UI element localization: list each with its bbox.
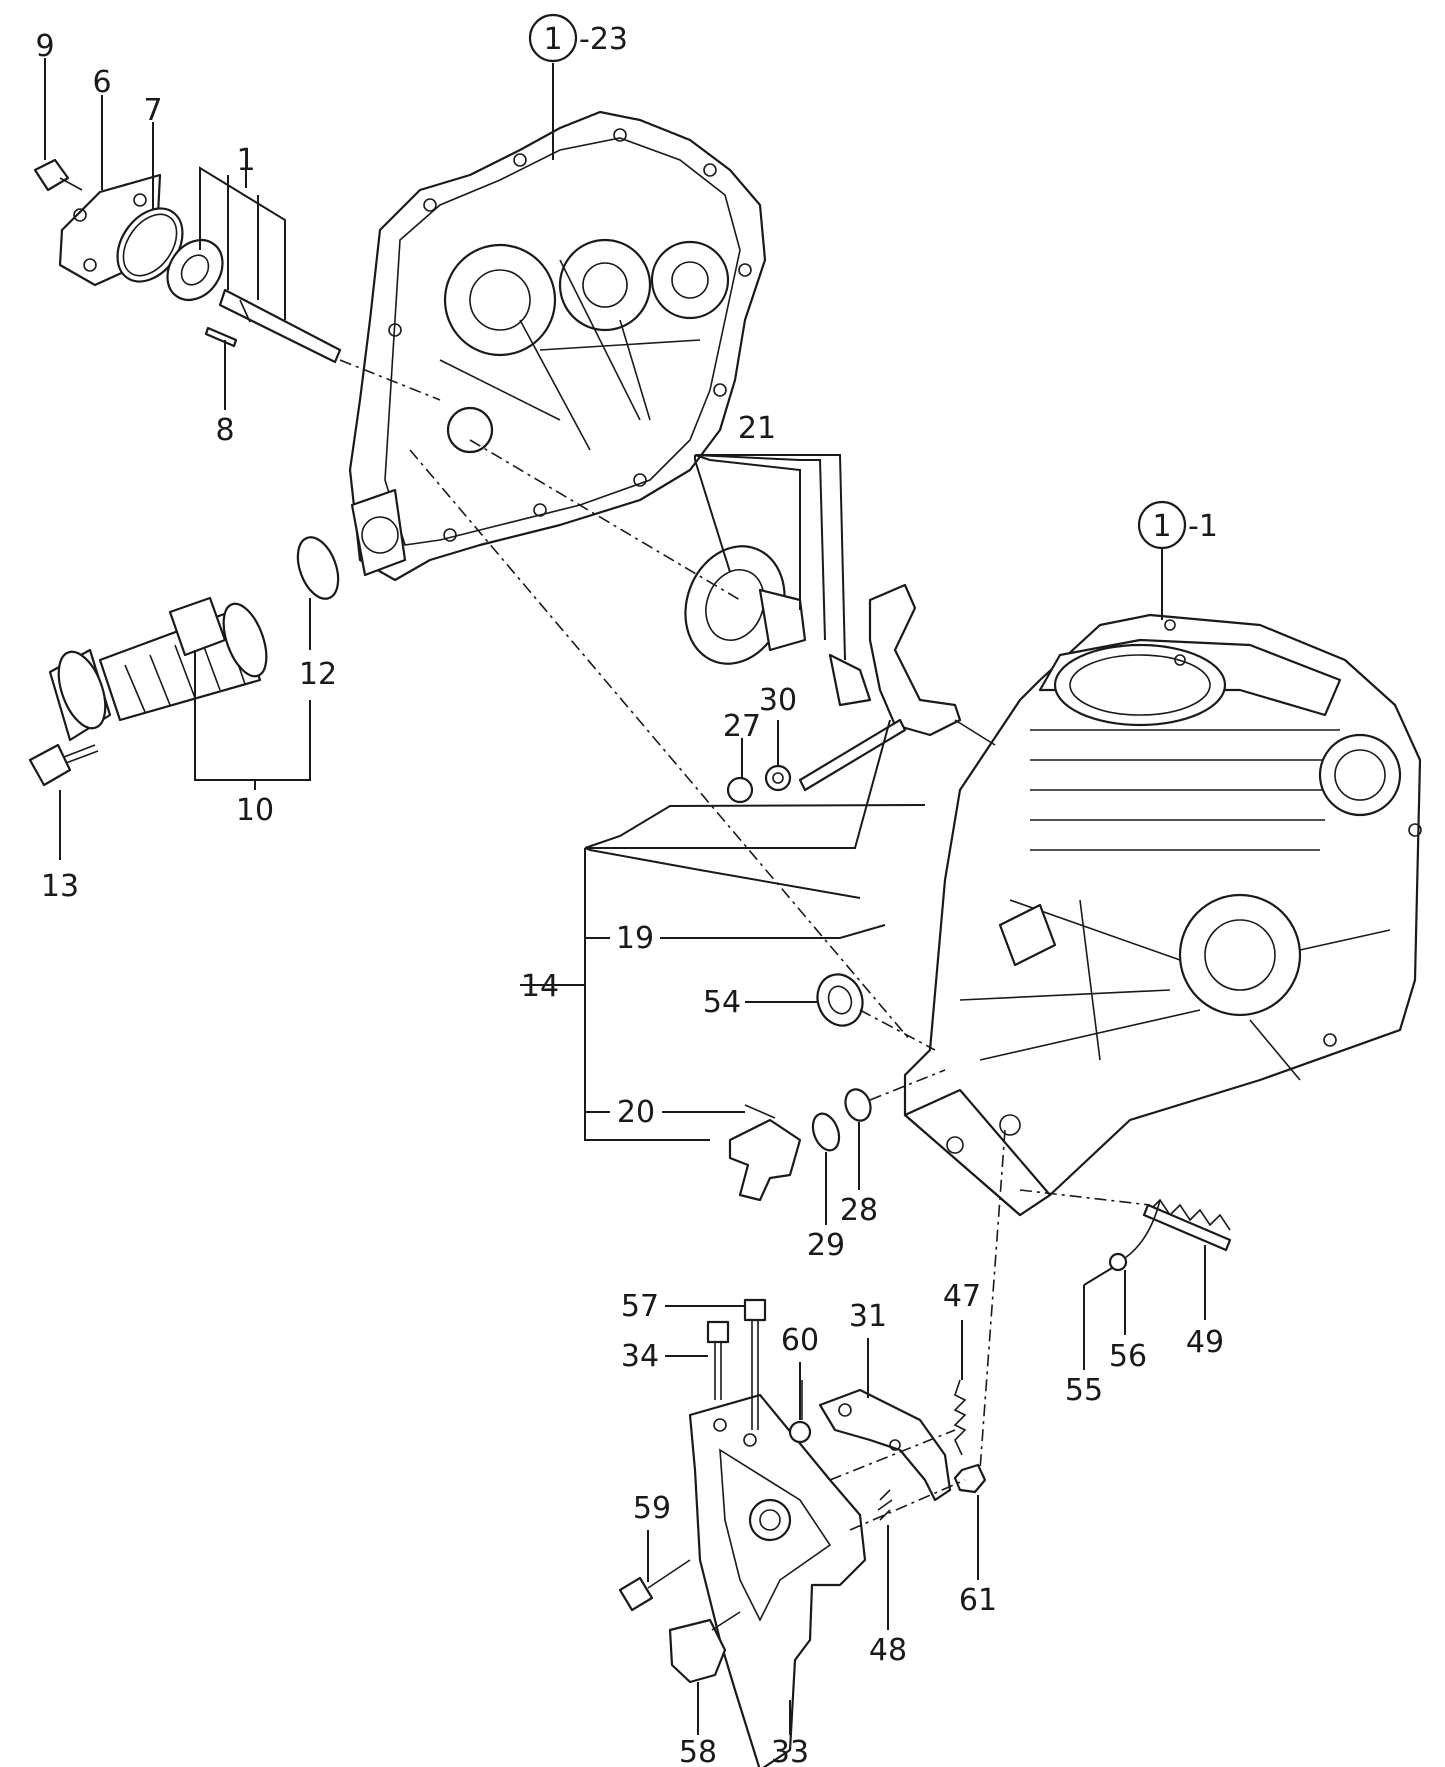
o-ring-12 [296, 536, 340, 600]
gear-case-cover [348, 110, 767, 582]
label-13: 13 [41, 869, 79, 904]
label-54: 54 [703, 985, 741, 1020]
label-49: 49 [1186, 1325, 1224, 1360]
bolt-9 [33, 158, 83, 192]
label-47: 47 [943, 1279, 981, 1314]
spring-49 [1142, 1198, 1232, 1252]
bolt-13 [28, 743, 99, 787]
label-31: 31 [849, 1299, 887, 1334]
clip-55 [1108, 1252, 1128, 1272]
label-59: 59 [633, 1491, 671, 1526]
label-ref-suffix-23: -23 [579, 22, 628, 57]
callout-circle-23 [528, 13, 578, 63]
label-30: 30 [759, 683, 797, 718]
control-bracket-33 [688, 1393, 867, 1767]
governor-lever [726, 583, 996, 804]
assembly-lines [339, 359, 1151, 1531]
label-34: 34 [621, 1339, 659, 1374]
gear-shaft-1 [166, 239, 342, 364]
label-9: 9 [35, 29, 54, 64]
label-57: 57 [621, 1289, 659, 1324]
label-28: 28 [840, 1193, 878, 1228]
oil-seal-54 [816, 973, 864, 1027]
bolt-34 [706, 1320, 730, 1400]
bolt-59 [618, 1559, 691, 1612]
label-ref-suffix-1: -1 [1188, 509, 1218, 544]
label-21: 21 [738, 411, 776, 446]
label-ref-circle-1: 1 [1152, 509, 1171, 544]
lever-20 [728, 1104, 802, 1202]
governor-gear-21 [684, 545, 872, 707]
label-14: 14 [521, 969, 559, 1004]
label-60: 60 [781, 1323, 819, 1358]
label-56: 56 [1109, 1339, 1147, 1374]
label-1: 1 [236, 143, 255, 178]
washer-29 [811, 1112, 841, 1152]
crankcase [903, 613, 1422, 1217]
label-7: 7 [143, 93, 162, 128]
leader-lines [44, 58, 1206, 1735]
lever-plate-31 [818, 1388, 952, 1502]
bolt-57 [743, 1298, 767, 1430]
spring-47 [953, 1379, 967, 1456]
spring-48 [877, 1489, 893, 1521]
label-48: 48 [869, 1633, 907, 1668]
label-33: 33 [771, 1735, 809, 1767]
oil-strainer-10 [48, 596, 268, 742]
label-29: 29 [807, 1228, 845, 1263]
knob-58 [668, 1611, 741, 1684]
label-ref-circle-23: 1 [543, 22, 562, 57]
pin-8 [204, 326, 238, 348]
screw-60 [788, 1380, 812, 1444]
part-labels: 9 6 7 1 8 1 -23 1 -1 21 12 10 13 30 27 1… [35, 22, 1224, 1767]
label-55: 55 [1065, 1373, 1103, 1408]
label-61: 61 [959, 1583, 997, 1618]
nut-61 [953, 1463, 987, 1494]
label-12: 12 [299, 657, 337, 692]
label-20: 20 [617, 1095, 655, 1130]
bushing-28 [844, 1088, 872, 1122]
label-8: 8 [215, 413, 234, 448]
label-19: 19 [616, 921, 654, 956]
wire-56 [1124, 1199, 1161, 1259]
label-27: 27 [723, 709, 761, 744]
label-58: 58 [679, 1735, 717, 1767]
label-10: 10 [236, 793, 274, 828]
callout-circle-1 [1137, 500, 1187, 550]
label-6: 6 [92, 65, 111, 100]
